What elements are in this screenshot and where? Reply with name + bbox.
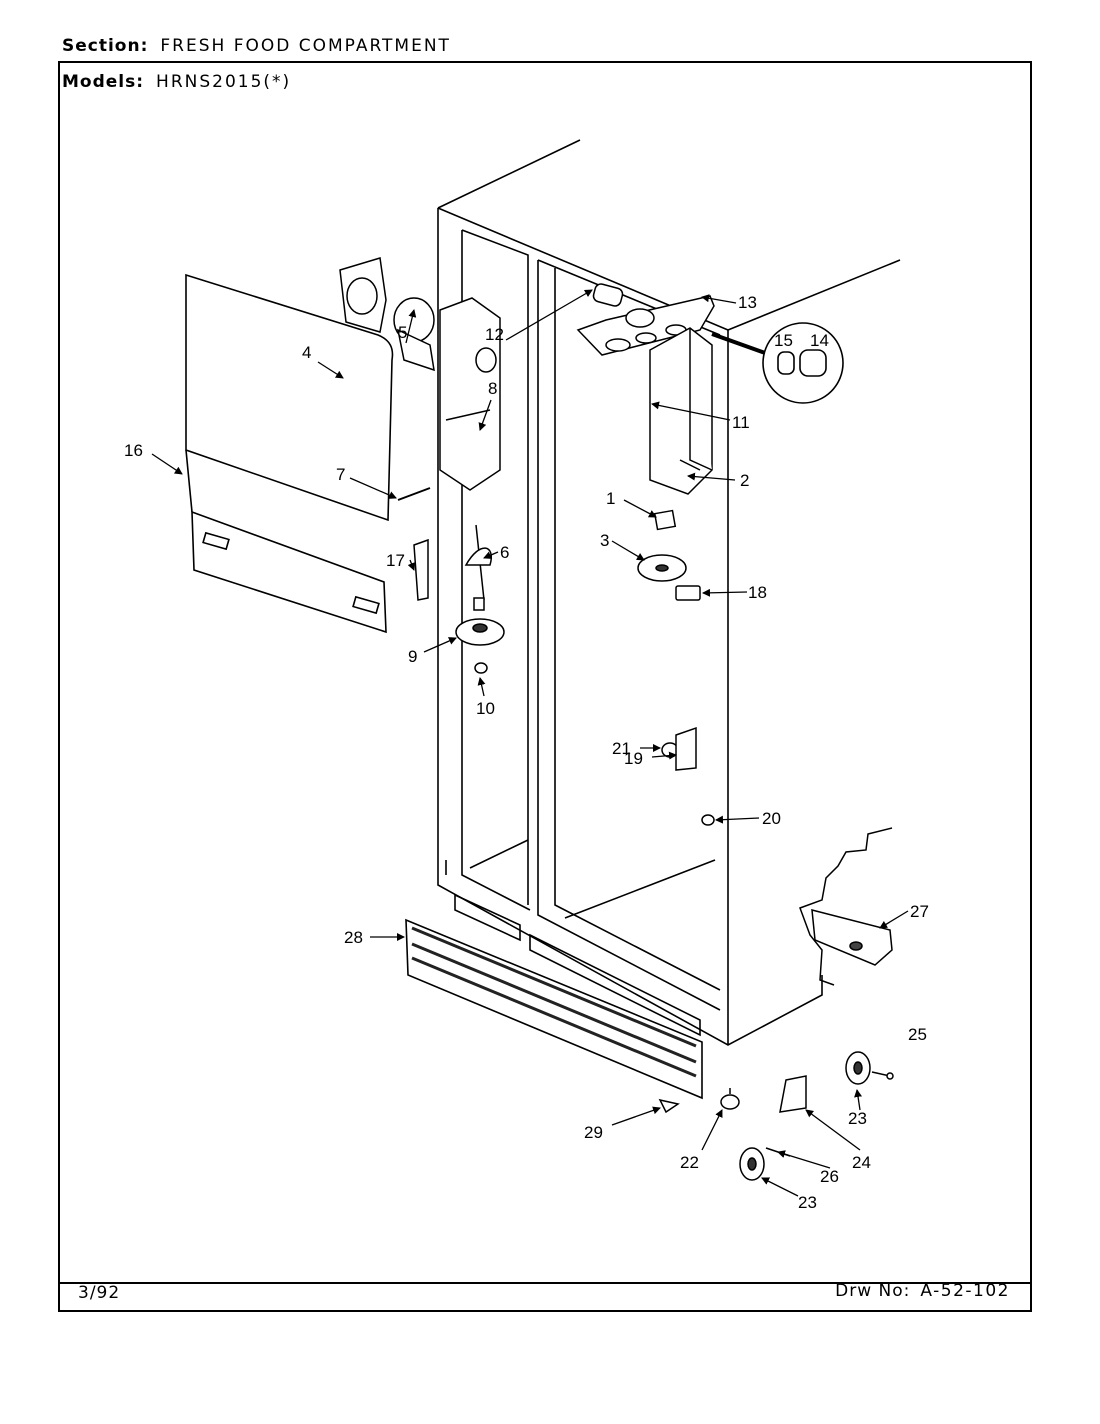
drawing-number-label: Drw No:: [835, 1281, 911, 1301]
callout-20: 20: [762, 809, 781, 828]
part-23-roller-lower: [739, 1147, 765, 1181]
callout-26: 26: [820, 1167, 839, 1186]
part-16-control-panel: [185, 273, 394, 634]
callout-16: 16: [124, 441, 143, 460]
part-10-screw: [474, 662, 488, 674]
part-6-shaft: [464, 524, 492, 611]
drawing-frame: [58, 61, 1032, 1312]
callout-9: 9: [408, 647, 417, 666]
part-20-screw: [701, 814, 715, 826]
section-label: Section:: [62, 36, 149, 56]
callout-10: 10: [476, 699, 495, 718]
callout-17: 17: [386, 551, 405, 570]
models-value: HRNS2015(*): [156, 72, 292, 92]
models-label: Models:: [62, 72, 145, 92]
part-28-toe-grille: [405, 918, 703, 1100]
callout-13: 13: [738, 293, 757, 312]
part-18-clip: [675, 585, 701, 601]
section-heading: Section: FRESH FOOD COMPARTMENT: [62, 36, 451, 56]
part-7-rod: [397, 487, 431, 501]
part-9-knob: [455, 618, 505, 646]
part-4-housing: [339, 257, 387, 333]
callout-5: 5: [398, 323, 407, 342]
part-11-bulb: [625, 308, 655, 328]
callout-12: 12: [485, 325, 504, 344]
part-23-roller-upper: [845, 1051, 871, 1085]
callout-23-upper: 23: [848, 1109, 867, 1128]
callout-27: 27: [910, 902, 929, 921]
drawing-number-value: A-52-102: [920, 1281, 1010, 1301]
detail-circle-14-15: [711, 322, 844, 404]
part-1-switch: [653, 509, 677, 531]
callout-28: 28: [344, 928, 363, 947]
callout-25: 25: [908, 1025, 927, 1044]
footer-divider: [60, 1282, 1030, 1284]
callout-4: 4: [302, 343, 311, 362]
part-29-clip: [658, 1098, 680, 1114]
drawing-number: Drw No: A-52-102: [835, 1281, 1010, 1301]
callout-22: 22: [680, 1153, 699, 1172]
callout-21: 21: [612, 739, 631, 758]
callout-29: 29: [584, 1123, 603, 1142]
part-12-socket: [592, 283, 624, 307]
callout-8: 8: [488, 379, 497, 398]
callout-24: 24: [852, 1153, 871, 1172]
callout-18: 18: [748, 583, 767, 602]
callout-2: 2: [740, 471, 749, 490]
part-25-axle: [871, 1071, 894, 1080]
cabinet-rear-breakaway: [799, 827, 893, 986]
callout-14: 14: [810, 331, 829, 350]
models-heading: Models: HRNS2015(*): [62, 72, 291, 92]
part-17-bracket: [413, 538, 429, 601]
part-24-roller-bracket: [779, 1075, 807, 1113]
callout-7: 7: [336, 465, 345, 484]
callout-3: 3: [600, 531, 609, 550]
callout-leaders: [151, 289, 909, 1197]
callout-15: 15: [774, 331, 793, 350]
callout-23-lower: 23: [798, 1193, 817, 1212]
part-27-bracket: [811, 909, 893, 966]
revision-date: 3/92: [78, 1283, 121, 1303]
callout-labels: 4 5 8 12 13 11 2 1 3 18 16 7 6 17 9 10 2…: [124, 293, 929, 1212]
callout-11: 11: [732, 413, 750, 432]
part-8-damper-housing: [439, 297, 501, 491]
callout-6: 6: [500, 543, 509, 562]
callout-19: 19: [624, 749, 643, 768]
part-22-washer: [720, 1088, 740, 1110]
part-19-latch: [675, 726, 697, 771]
section-value: FRESH FOOD COMPARTMENT: [160, 36, 451, 56]
part-2-cover: [649, 327, 713, 495]
callout-1: 1: [606, 489, 615, 508]
refrigerator-cabinet: [437, 139, 901, 1046]
part-3-knob: [637, 554, 687, 582]
